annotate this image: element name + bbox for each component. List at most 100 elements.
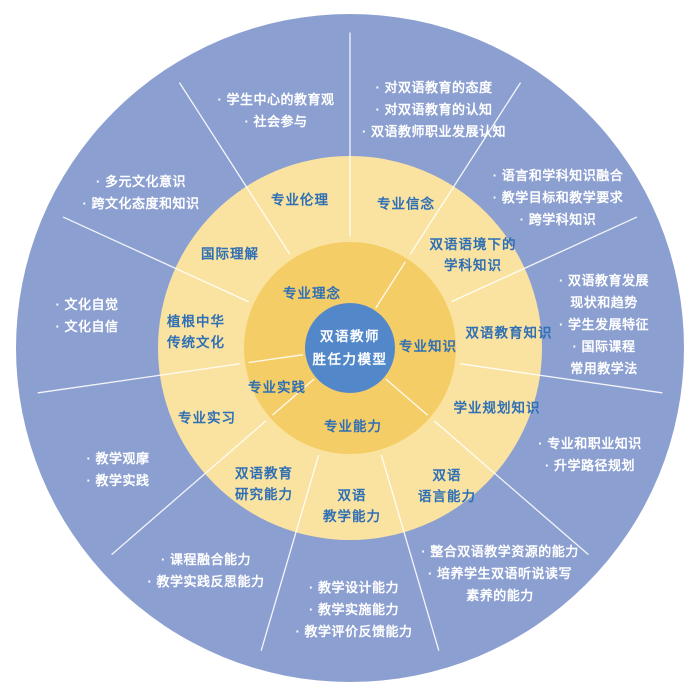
- outer-group-subject-knowledge-details: 语言和学科知识融合 教学目标和教学要求 跨学科知识: [493, 165, 623, 231]
- outer-group-professional-ethics-details: 学生中心的教育观 社会参与: [218, 89, 335, 133]
- divider-line: [433, 420, 589, 555]
- outer-item-line: 教学实践: [87, 470, 150, 492]
- outer-item-line: 双语教育发展: [559, 270, 649, 292]
- divider-line: [37, 363, 240, 394]
- outer-item: 语言和学科知识融合: [493, 165, 623, 187]
- sector-divider-lines: [37, 32, 663, 651]
- middle-ring-label-professional-practicum: 专业实习: [178, 410, 236, 426]
- outer-item-line: 文化自觉: [56, 294, 119, 316]
- divider-line: [451, 216, 638, 303]
- middle-ring-label-academic-planning-knowledge: 学业规划知识: [453, 400, 541, 416]
- outer-item: 文化自信: [56, 316, 119, 338]
- outer-item: 国际课程 常用教学法: [559, 336, 649, 380]
- outer-item: 培养学生双语听说读写 素养的能力: [421, 563, 578, 607]
- outer-item-line: 专业和职业知识: [538, 433, 641, 455]
- outer-item: 对双语教育的认知: [362, 99, 506, 121]
- outer-item-line: 现状和趋势: [570, 294, 638, 310]
- outer-item: 多元文化意识: [83, 171, 200, 193]
- outer-item: 教学目标和教学要求: [493, 187, 623, 209]
- outer-item: 升学路径规划: [538, 455, 641, 477]
- outer-item-line: 多元文化意识: [83, 171, 200, 193]
- outer-item: 教学实践反思能力: [148, 571, 265, 593]
- outer-item-line: 素养的能力: [466, 588, 534, 604]
- middle-ring-label-subject-knowledge: 双语语境下的 学科知识: [430, 235, 517, 277]
- outer-item-line: 语言和学科知识融合: [493, 165, 623, 187]
- outer-item: 双语教育发展 现状和趋势: [559, 270, 649, 314]
- divider-line: [260, 454, 320, 651]
- outer-group-professional-beliefs-details: 对双语教育的态度 对双语教育的认知 双语教师职业发展认知: [362, 77, 506, 143]
- outer-item-line: 教学设计能力: [296, 577, 413, 599]
- outer-group-international-understanding-details: 多元文化意识 跨文化态度和知识: [83, 171, 200, 215]
- outer-item-line: 学生中心的教育观: [218, 89, 335, 111]
- divider-line: [179, 82, 291, 255]
- outer-group-teaching-ability-details: 教学设计能力 教学实施能力 教学评价反馈能力: [296, 577, 413, 643]
- divider-line: [460, 363, 663, 394]
- outer-item: 教学设计能力: [296, 577, 413, 599]
- outer-item-line: 升学路径规划: [538, 455, 641, 477]
- divider-line: [380, 454, 440, 651]
- outer-item: 双语教师职业发展认知: [362, 121, 506, 143]
- outer-item-line: 教学实施能力: [296, 599, 413, 621]
- inner-divider-line: [375, 261, 406, 309]
- outer-item: 文化自觉: [56, 294, 119, 316]
- middle-ring-label-professional-ethics: 专业伦理: [271, 192, 329, 208]
- label-line: 双语: [337, 488, 367, 504]
- inner-ring-label-professional-philosophy: 专业理念: [283, 285, 341, 301]
- outer-item-line: 社会参与: [218, 111, 335, 133]
- outer-item: 跨学科知识: [493, 209, 623, 231]
- outer-item: 教学实施能力: [296, 599, 413, 621]
- outer-item: 教学观摩: [87, 448, 150, 470]
- outer-item: 专业和职业知识: [538, 433, 641, 455]
- outer-item: 教学实践: [87, 470, 150, 492]
- outer-item: 整合双语教学资源的能力: [421, 541, 578, 563]
- inner-divider-line: [385, 378, 428, 416]
- inner-ring-label-professional-ability: 专业能力: [324, 418, 382, 434]
- middle-ring-label-bilingual-education-knowledge: 双语教育知识: [465, 325, 553, 341]
- center-title-line: 双语教师: [320, 329, 380, 345]
- outer-item-line: 学生发展特征: [559, 314, 649, 336]
- label-line: 双语语境下的: [429, 237, 517, 253]
- divider-line: [111, 420, 267, 555]
- inner-ring-label-professional-knowledge: 专业知识: [399, 338, 457, 354]
- center-circle: [305, 303, 395, 393]
- middle-ring-label-bilingual-education-research-ability: 双语教育 研究能力: [235, 464, 293, 506]
- middle-ring-label-bilingual-teaching-ability: 双语 教学能力: [323, 486, 381, 528]
- outer-item-line: 整合双语教学资源的能力: [421, 541, 578, 563]
- outer-group-bilingual-education-knowledge-details: 双语教育发展 现状和趋势 学生发展特征 国际课程 常用教学法: [559, 270, 649, 380]
- inner-ring-label-professional-practice: 专业实践: [248, 379, 306, 395]
- middle-ring-label-chinese-traditional-culture: 植根中华 传统文化: [167, 312, 225, 354]
- divider-line: [62, 216, 249, 303]
- outer-item: 社会参与: [218, 111, 335, 133]
- outer-item-line: 教学评价反馈能力: [296, 621, 413, 643]
- outer-item-line: 课程融合能力: [148, 549, 265, 571]
- label-line: 植根中华: [167, 314, 225, 330]
- outer-item-line: 双语教师职业发展认知: [362, 121, 506, 143]
- outer-item-line: 教学目标和教学要求: [493, 187, 623, 209]
- outer-item-line: 培养学生双语听说读写: [421, 563, 578, 585]
- label-line: 教学能力: [323, 509, 381, 524]
- center-title: 双语教师 胜任力模型: [313, 326, 388, 372]
- label-line: 学科知识: [444, 258, 502, 273]
- outer-item: 学生中心的教育观: [218, 89, 335, 111]
- outer-item-line: 教学观摩: [87, 448, 150, 470]
- outer-item-line: 教学实践反思能力: [148, 571, 265, 593]
- outer-item-line: 跨文化态度和知识: [83, 193, 200, 215]
- inner-divider-line: [272, 378, 315, 416]
- middle-ring-label-bilingual-language-ability: 双语 语言能力: [418, 466, 476, 508]
- outer-item-line: 对双语教育的认知: [362, 99, 506, 121]
- outer-item-line: 常用教学法: [570, 361, 638, 377]
- outer-group-language-ability-details: 整合双语教学资源的能力 培养学生双语听说读写 素养的能力: [421, 541, 578, 607]
- middle-ring-label-international-understanding: 国际理解: [201, 246, 259, 262]
- outer-group-chinese-culture-details: 文化自觉 文化自信: [56, 294, 119, 338]
- middle-ring-label-professional-beliefs: 专业信念: [377, 196, 435, 212]
- outer-group-practicum-details: 教学观摩 教学实践: [87, 448, 150, 492]
- outer-item: 课程融合能力: [148, 549, 265, 571]
- label-line: 双语教育: [235, 466, 293, 482]
- label-line: 传统文化: [167, 335, 225, 350]
- outer-item-line: 对双语教育的态度: [362, 77, 506, 99]
- outer-group-academic-planning-details: 专业和职业知识 升学路径规划: [538, 433, 641, 477]
- outer-item-line: 文化自信: [56, 316, 119, 338]
- outer-item: 对双语教育的态度: [362, 77, 506, 99]
- outer-item-line: 国际课程: [559, 336, 649, 358]
